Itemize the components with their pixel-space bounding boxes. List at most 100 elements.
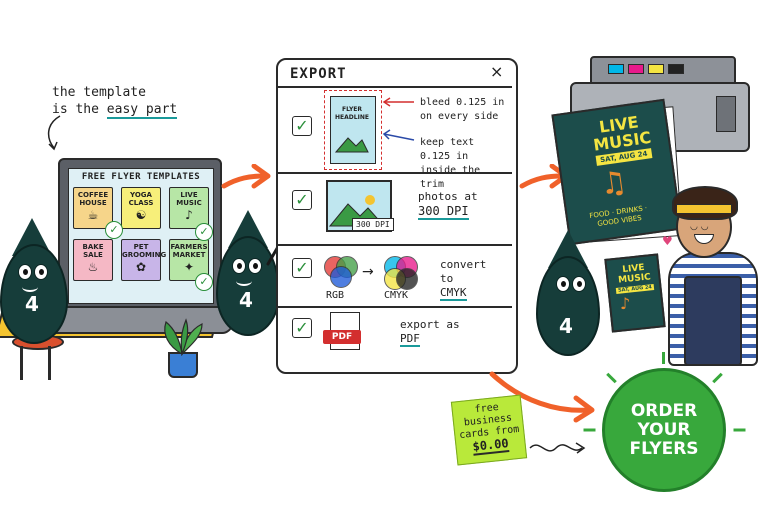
template-card-yoga[interactable]: YOGA CLASS ☯ <box>121 187 161 229</box>
step-divider <box>278 172 512 174</box>
flyer-mini-headline: FLYER HEADLINE <box>335 106 369 121</box>
photos-highlight: 300 DPI <box>418 204 469 220</box>
printer-control-panel <box>716 96 736 132</box>
arrow-right-icon <box>221 164 271 189</box>
cmyk-label: CMYK <box>384 290 409 301</box>
note-arrow-icon <box>47 115 61 151</box>
bandana <box>676 204 732 214</box>
mountain-icon <box>334 137 369 153</box>
drop-number: 4 <box>25 292 39 316</box>
badge-ray <box>606 372 617 384</box>
small-poster-title: LIVE MUSIC <box>617 262 652 286</box>
screen-title: FREE FLYER TEMPLATES <box>81 172 201 182</box>
eye-icon <box>556 276 570 292</box>
pdf-tag: PDF <box>323 330 361 344</box>
eye-icon <box>34 264 48 280</box>
export-text-prefix: export as <box>400 318 460 331</box>
heart-icon: ♥ <box>662 234 673 248</box>
ink-cyan <box>608 64 624 74</box>
template-card-pet-grooming[interactable]: PET GROOMING ✿ <box>121 239 166 281</box>
carrot-icon: ✦ <box>183 260 195 274</box>
eye-icon <box>248 258 262 274</box>
laptop-keyboard-base <box>38 306 236 334</box>
step-check-photos[interactable]: ✓ <box>292 190 312 210</box>
step-divider <box>278 306 512 308</box>
close-icon[interactable]: × <box>490 62 504 81</box>
squiggle-arrow-icon <box>529 442 586 454</box>
template-note: the template is the easy part <box>52 84 178 119</box>
photos-text-prefix: photos at <box>418 190 478 203</box>
plant-leaves-icon <box>164 318 203 356</box>
eye-icon <box>232 258 246 274</box>
ink-magenta <box>628 64 644 74</box>
photo-dpi-tag: 300 DPI <box>352 218 394 231</box>
arrow-curved-icon <box>489 371 595 423</box>
cmyk-black-circle <box>396 268 418 290</box>
person-hair <box>672 186 738 220</box>
badge-ray <box>712 372 723 384</box>
template-label: BAKE SALE <box>82 243 104 259</box>
template-label: LIVE MUSIC <box>176 191 202 207</box>
smile-icon <box>236 276 252 286</box>
laptop-screen-frame: FREE FLYER TEMPLATES COFFEE HOUSE ☕ YOGA… <box>58 158 222 312</box>
bleed-text: bleed 0.125 in on every side <box>420 97 505 122</box>
check-icon: ✓ <box>195 273 213 291</box>
stool-leg <box>48 346 51 380</box>
template-card-coffee[interactable]: COFFEE HOUSE ☕ <box>73 187 113 229</box>
convert-text-prefix: convert to <box>440 258 487 285</box>
cupcake-icon: ♨ <box>87 260 99 274</box>
guitar-icon: ♪ <box>620 294 631 313</box>
note-line-2: is the easy part <box>52 101 178 119</box>
template-card-live-music[interactable]: LIVE MUSIC ♪ <box>169 187 209 229</box>
yoga-icon: ☯ <box>135 208 147 222</box>
template-label: COFFEE HOUSE <box>77 191 109 207</box>
convert-highlight: CMYK <box>440 286 467 301</box>
template-label: FARMERS MARKET <box>170 243 208 259</box>
order-button-label: ORDER YOUR FLYERS <box>629 400 699 459</box>
business-cards-sticky-note[interactable]: free business cards from $0.00 <box>450 394 528 466</box>
check-icon: ✓ <box>195 223 213 241</box>
order-flyers-button[interactable]: ORDER YOUR FLYERS <box>602 368 726 492</box>
guitar-icon: ♪ <box>185 208 193 222</box>
step-divider <box>278 244 512 246</box>
drop-character-handing <box>536 256 600 356</box>
rgb-blue-circle <box>330 266 352 288</box>
plant-pot <box>168 352 198 378</box>
trim-text: keep text 0.125 in inside the trim <box>420 137 481 190</box>
guitar-icon: ♫ <box>597 164 630 203</box>
ink-black <box>668 64 684 74</box>
smile-icon <box>22 282 38 292</box>
export-panel-title: EXPORT <box>290 66 347 82</box>
template-label: YOGA CLASS <box>128 191 154 207</box>
badge-ray <box>662 352 665 364</box>
badge-ray <box>583 428 596 432</box>
stool-leg <box>20 346 23 380</box>
step-check-pdf[interactable]: ✓ <box>292 318 312 338</box>
export-panel <box>276 58 518 374</box>
photos-text: photos at 300 DPI <box>418 190 508 220</box>
eye-icon <box>18 264 32 280</box>
apron <box>684 276 742 366</box>
callout-arrows-icon <box>382 97 415 141</box>
coffee-cup-icon: ☕ <box>87 208 99 222</box>
eyes-icon: ◡ ◡ <box>690 222 709 232</box>
drop-character-typing <box>0 244 68 344</box>
flyer-mini-preview <box>330 96 376 164</box>
sticky-price: $0.00 <box>471 436 510 456</box>
template-label: PET GROOMING <box>122 243 167 259</box>
export-highlight: PDF <box>400 332 420 347</box>
drop-number: 4 <box>239 288 253 312</box>
export-text: export as PDF <box>400 318 480 347</box>
step-check-bleed[interactable]: ✓ <box>292 116 312 136</box>
ink-yellow <box>648 64 664 74</box>
note-line-1: the template <box>52 85 146 100</box>
poster-title: LIVE MUSIC <box>592 112 653 155</box>
eye-icon <box>572 276 586 292</box>
template-card-bake-sale[interactable]: BAKE SALE ♨ <box>73 239 113 281</box>
check-icon: ✓ <box>105 221 123 239</box>
note-line-2-prefix: is the <box>52 102 107 117</box>
bleed-box <box>324 90 382 170</box>
dog-icon: ✿ <box>135 260 147 274</box>
step-check-cmyk[interactable]: ✓ <box>292 258 312 278</box>
